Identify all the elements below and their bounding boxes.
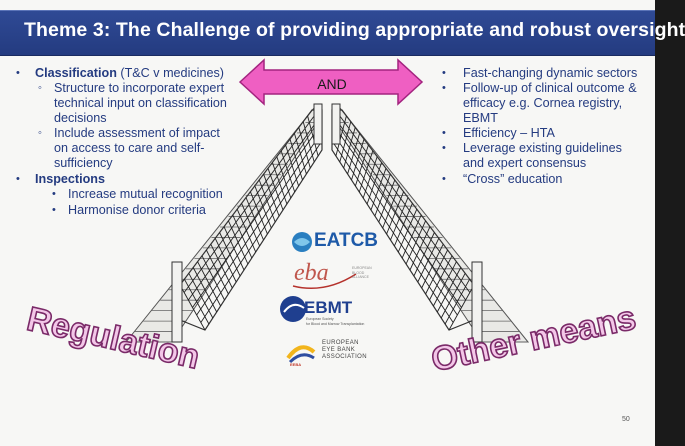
inspections-item-2: Harmonise donor criteria — [68, 203, 206, 217]
eba-swoosh-icon — [292, 273, 357, 289]
text-line: Structure to incorporate expert — [54, 81, 225, 95]
railing-rail — [333, 143, 454, 323]
inspections-heading: Inspections — [35, 172, 105, 186]
text-line: EUROPEAN — [352, 266, 372, 270]
railing-rail — [336, 129, 462, 308]
page-number: 50 — [622, 416, 630, 423]
eeba-eye-icon — [286, 345, 316, 364]
classification-suffix: (T&C v medicines) — [116, 66, 224, 80]
text-line: “Cross” education — [463, 172, 563, 186]
right-item-3: Efficiency – HTA — [463, 126, 555, 141]
railing-rail — [192, 129, 318, 308]
text-line: technical input on classification — [54, 96, 227, 110]
bullet-dot: • — [442, 82, 446, 94]
railing-rail — [200, 143, 321, 323]
eba-logo-text: eba — [294, 260, 329, 286]
railing-rail — [338, 123, 467, 301]
bullet-dot: • — [16, 67, 20, 79]
bullet-dot: • — [442, 127, 446, 139]
text-line: and expert consensus — [463, 156, 587, 170]
bullet-dot: ◦ — [38, 82, 42, 94]
logo-eba: eba EUROPEAN BLOOD ALLIANCE — [290, 260, 376, 290]
and-label: AND — [317, 76, 347, 92]
classification-line: Classification (T&C v medicines) — [35, 66, 224, 81]
text-line: Include assessment of impact — [54, 126, 220, 140]
railing-rail — [196, 136, 320, 316]
eeba-logo-text: EUROPEAN EYE BANK ASSOCIATION — [322, 340, 367, 361]
bullet-dot: • — [16, 173, 20, 185]
text-line: EUROPEAN — [322, 340, 359, 346]
classification-item-1: Structure to incorporate expert technica… — [54, 81, 227, 126]
ebmt-logo-text: EBMT — [304, 298, 353, 317]
text-line: sufficiency — [54, 156, 113, 170]
text-line: EYE BANK — [322, 347, 356, 353]
bullet-dot: • — [52, 188, 56, 200]
title-bar: Theme 3: The Challenge of providing appr… — [0, 10, 685, 56]
railing-rail — [334, 136, 458, 316]
arrow-shape — [238, 58, 424, 106]
eba-subtext: EUROPEAN BLOOD ALLIANCE — [352, 266, 372, 280]
logo-eatcb: EATCB — [290, 228, 378, 256]
right-item-2: Follow-up of clinical outcome & efficacy… — [463, 81, 637, 126]
bullet-dot: • — [52, 204, 56, 216]
double-arrow — [238, 58, 424, 106]
logo-ebmt: EBMT European Society for Blood and Marr… — [278, 294, 378, 330]
text-line: European Society — [306, 317, 334, 321]
text-line: Leverage existing guidelines — [463, 141, 622, 155]
text-line: Fast-changing dynamic sectors — [463, 66, 638, 80]
staircase-illustration — [124, 103, 530, 343]
text-line: on access to care and self- — [54, 141, 205, 155]
bullet-dot: • — [442, 67, 446, 79]
bullet-dot: ◦ — [38, 127, 42, 139]
eeba-badge: EEBA — [290, 362, 302, 367]
text-line: decisions — [54, 111, 107, 125]
text-line: ASSOCIATION — [322, 354, 367, 360]
ebmt-subtext: European Society for Blood and Marrow Tr… — [306, 317, 364, 326]
classification-heading: Classification — [35, 66, 117, 80]
right-item-4: Leverage existing guidelines and expert … — [463, 141, 622, 171]
text-line: efficacy e.g. Cornea registry, — [463, 96, 623, 110]
right-item-5: “Cross” education — [463, 172, 562, 187]
text-line: EBMT — [463, 111, 498, 125]
bullet-dot: • — [442, 173, 446, 185]
text-line: Follow-up of clinical outcome & — [463, 81, 637, 95]
text-line: BLOOD — [352, 270, 365, 275]
ebmt-globe-icon — [280, 296, 306, 322]
classification-item-2: Include assessment of impact on access t… — [54, 126, 220, 171]
bullet-dot: • — [442, 142, 446, 154]
text-line: ALLIANCE — [352, 275, 369, 279]
logo-eeba: EEBA EUROPEAN EYE BANK ASSOCIATION — [284, 336, 380, 372]
text-line: Efficiency – HTA — [463, 126, 555, 140]
railing-rail — [187, 123, 316, 301]
railing-rail — [339, 116, 471, 293]
right-item-1: Fast-changing dynamic sectors — [463, 66, 637, 81]
text-line: for Blood and Marrow Transplantation — [306, 321, 365, 326]
eatcb-logo-text: EATCB — [314, 230, 379, 251]
slide-title: Theme 3: The Challenge of providing appr… — [24, 19, 685, 41]
eatcb-globe-icon — [292, 232, 312, 252]
inspections-item-1: Increase mutual recognition — [68, 187, 223, 201]
railing-rail — [183, 116, 315, 293]
